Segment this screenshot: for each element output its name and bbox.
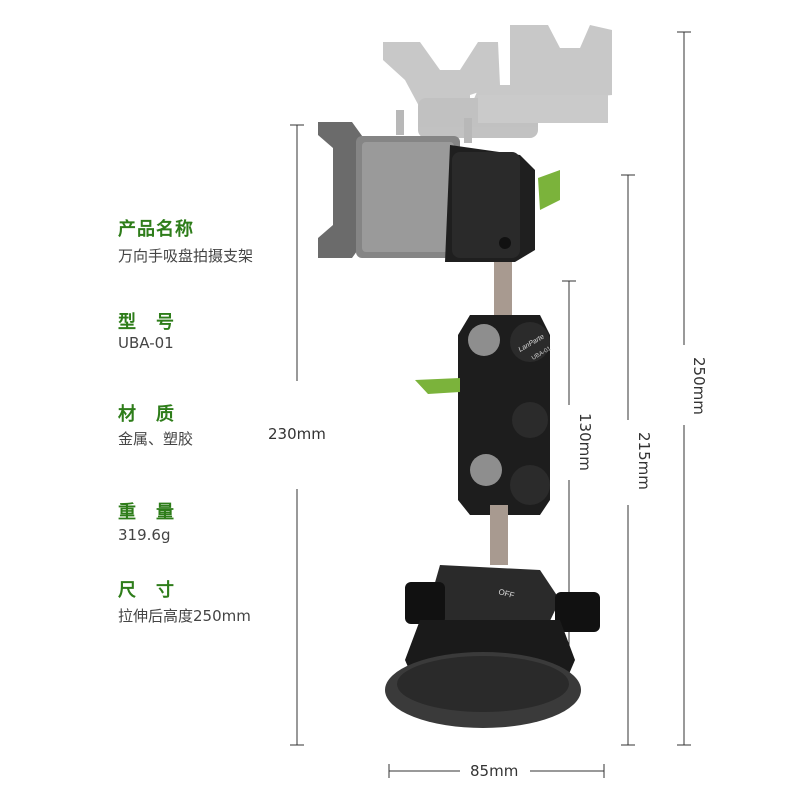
dimension-lines — [290, 31, 691, 778]
spec-label-model: 型 号 — [118, 312, 175, 333]
spec-value-model: UBA-01 — [118, 334, 174, 352]
spec-label-size: 尺 寸 — [118, 580, 175, 601]
spec-label-weight: 重 量 — [118, 502, 175, 523]
clamp-lock-lever — [538, 170, 560, 210]
articulating-arm — [415, 315, 550, 515]
spec-label-material: 材 质 — [118, 404, 175, 425]
dim-mid-height: 215mm — [635, 432, 653, 490]
dim-width: 85mm — [470, 762, 519, 780]
spec-value-material: 金属、塑胶 — [118, 430, 194, 448]
spec-value-name: 万向手吸盘拍摄支架 — [118, 247, 254, 265]
dim-full-height: 250mm — [690, 357, 708, 415]
dim-holder-height: 230mm — [268, 425, 326, 443]
guide-pin-left — [396, 110, 404, 135]
guide-pin-right — [464, 118, 472, 143]
phone-clamp — [318, 122, 560, 262]
spec-value-weight: 319.6g — [118, 526, 171, 544]
suction-base — [385, 565, 600, 728]
dim-arm-height: 130mm — [576, 413, 594, 471]
arm-lock-lever — [415, 378, 460, 394]
lower-ball-rod — [490, 505, 508, 565]
switch-label: OFF — [497, 587, 515, 600]
upper-ball-rod — [494, 262, 512, 322]
spec-label-name: 产品名称 — [118, 219, 194, 240]
extended-clamp-ghost — [383, 25, 612, 138]
spec-value-size: 拉伸后高度250mm — [118, 607, 251, 625]
